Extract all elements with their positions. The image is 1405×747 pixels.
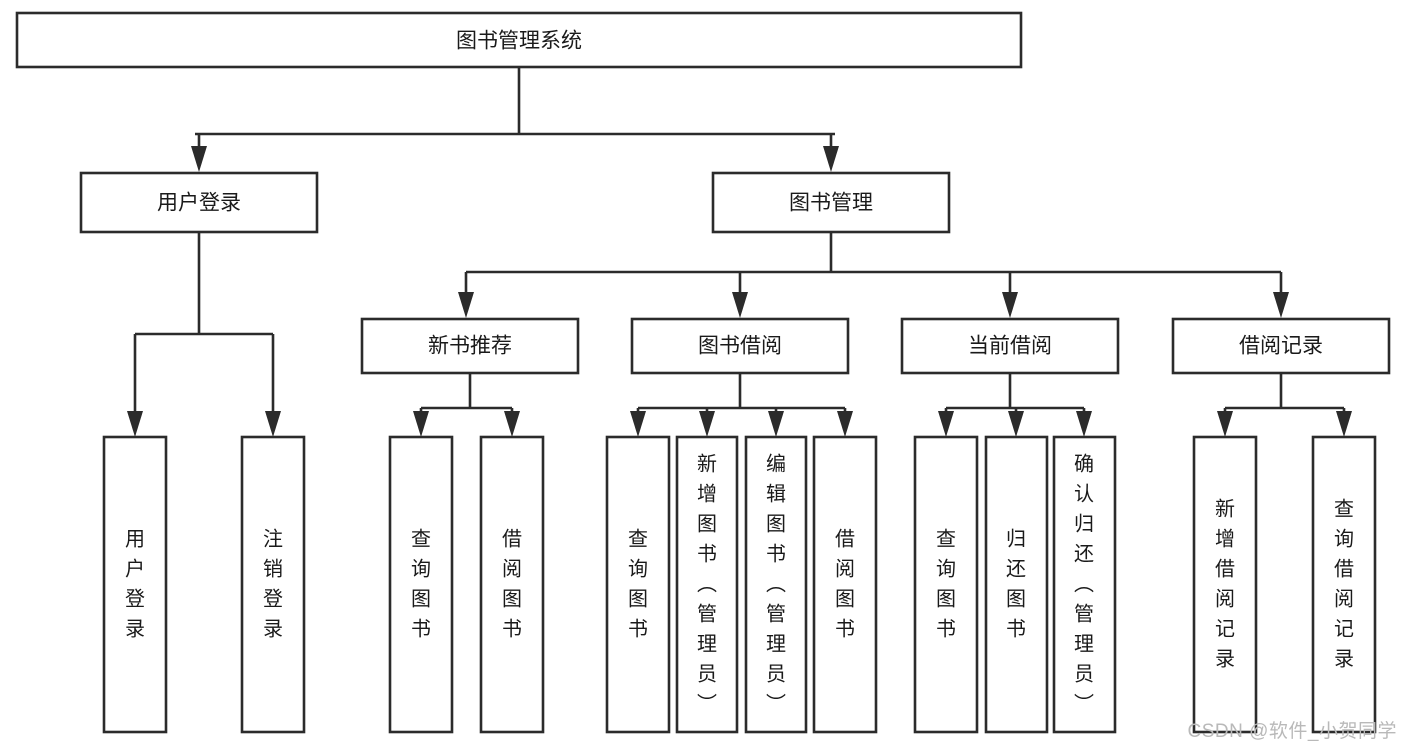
leaf-book-borrow-4-box[interactable] bbox=[812, 435, 878, 734]
node-user-login[interactable]: 用户登录 bbox=[79, 171, 319, 234]
leaf-new-book-2[interactable]: 借阅图书 bbox=[479, 435, 545, 734]
leaf-book-borrow-2-label: 新增图书︵管理员︶ bbox=[697, 453, 717, 716]
leaf-user-login-1[interactable]: 用户登录 bbox=[102, 435, 168, 734]
leaf-borrow-record-1-label: 新增借阅记录 bbox=[1215, 498, 1235, 671]
leaf-current-borrow-2[interactable]: 归还图书 bbox=[984, 435, 1049, 734]
arrowhead-to-borrow-record bbox=[1273, 292, 1289, 318]
leaf-borrow-record-2-box[interactable] bbox=[1311, 435, 1377, 734]
arrowhead-bookborrow-leaf-1 bbox=[630, 411, 646, 437]
node-current-borrow[interactable]: 当前借阅 bbox=[900, 317, 1120, 375]
connector-newbook-to-leaves bbox=[419, 373, 514, 423]
node-user-login-label: 用户登录 bbox=[157, 192, 241, 215]
arrowhead-bookborrow-leaf-2 bbox=[699, 411, 715, 437]
node-current-borrow-label: 当前借阅 bbox=[968, 335, 1052, 358]
arrowhead-currentborrow-leaf-3 bbox=[1076, 411, 1092, 437]
arrowhead-to-user-login bbox=[191, 146, 207, 172]
leaf-book-borrow-3-box[interactable] bbox=[744, 435, 808, 734]
arrowhead-userlogin-leaf-1 bbox=[127, 411, 143, 437]
leaf-borrow-record-2-label: 查询借阅记录 bbox=[1334, 498, 1354, 671]
leaf-book-borrow-4[interactable]: 借阅图书 bbox=[812, 435, 878, 734]
node-new-book-recommend-label: 新书推荐 bbox=[428, 335, 512, 358]
arrowhead-currentborrow-leaf-2 bbox=[1008, 411, 1024, 437]
leaf-book-borrow-1-box[interactable] bbox=[605, 435, 671, 734]
node-user-login-box[interactable] bbox=[79, 171, 319, 234]
leaf-current-borrow-2-label: 归还图书 bbox=[1006, 528, 1026, 641]
leaf-borrow-record-1[interactable]: 新增借阅记录 bbox=[1192, 435, 1258, 734]
arrowhead-to-new-book bbox=[458, 292, 474, 318]
leaf-user-login-1-box[interactable] bbox=[102, 435, 168, 734]
connector-bookborrow-to-leaves bbox=[636, 373, 847, 423]
leaf-current-borrow-1-label: 查询图书 bbox=[936, 528, 956, 641]
node-book-manage[interactable]: 图书管理 bbox=[711, 171, 951, 234]
node-book-manage-box[interactable] bbox=[711, 171, 951, 234]
arrowhead-newbook-leaf-1 bbox=[413, 411, 429, 437]
arrowhead-borrowrecord-leaf-1 bbox=[1217, 411, 1233, 437]
leaf-current-borrow-3-label: 确认归还︵管理员︶ bbox=[1074, 453, 1094, 716]
arrowhead-currentborrow-leaf-1 bbox=[938, 411, 954, 437]
csdn-watermark: CSDN @软件_小贺同学 bbox=[1187, 721, 1397, 742]
leaf-current-borrow-2-box[interactable] bbox=[984, 435, 1049, 734]
connector-root-to-level2 bbox=[195, 67, 835, 158]
arrowhead-newbook-leaf-2 bbox=[504, 411, 520, 437]
leaf-new-book-1-label: 查询图书 bbox=[411, 528, 431, 641]
arrowhead-borrowrecord-leaf-2 bbox=[1336, 411, 1352, 437]
node-root-box[interactable] bbox=[15, 11, 1023, 69]
node-borrow-record[interactable]: 借阅记录 bbox=[1171, 317, 1391, 375]
leaf-user-login-1-label: 用户登录 bbox=[125, 529, 145, 641]
leaf-current-borrow-1-box[interactable] bbox=[913, 435, 979, 734]
node-book-borrow-label: 图书借阅 bbox=[698, 335, 782, 358]
leaf-user-login-2-label: 注销登录 bbox=[263, 528, 283, 641]
leaf-borrow-record-1-box[interactable] bbox=[1192, 435, 1258, 734]
node-borrow-record-label: 借阅记录 bbox=[1239, 335, 1323, 358]
leaf-book-borrow-3[interactable]: 编辑图书︵管理员︶ bbox=[744, 435, 808, 734]
leaf-book-borrow-1-label: 查询图书 bbox=[628, 528, 648, 641]
connector-bookmanage-to-level3 bbox=[464, 232, 1283, 304]
node-book-manage-label: 图书管理 bbox=[789, 192, 873, 215]
node-new-book-recommend[interactable]: 新书推荐 bbox=[360, 317, 580, 375]
leaf-current-borrow-1[interactable]: 查询图书 bbox=[913, 435, 979, 734]
arrowhead-bookborrow-leaf-4 bbox=[837, 411, 853, 437]
node-root-label: 图书管理系统 bbox=[456, 30, 582, 53]
leaf-current-borrow-3-box[interactable] bbox=[1052, 435, 1117, 734]
connector-borrowrecord-to-leaves bbox=[1223, 373, 1346, 423]
arrowhead-userlogin-leaf-2 bbox=[265, 411, 281, 437]
node-current-borrow-box[interactable] bbox=[900, 317, 1120, 375]
arrowhead-to-book-manage bbox=[823, 146, 839, 172]
node-book-borrow-box[interactable] bbox=[630, 317, 850, 375]
leaf-book-borrow-2[interactable]: 新增图书︵管理员︶ bbox=[675, 435, 739, 734]
leaf-new-book-1[interactable]: 查询图书 bbox=[388, 435, 454, 734]
leaf-borrow-record-2[interactable]: 查询借阅记录 bbox=[1311, 435, 1377, 734]
node-book-borrow[interactable]: 图书借阅 bbox=[630, 317, 850, 375]
leaf-user-login-2[interactable]: 注销登录 bbox=[240, 435, 306, 734]
node-new-book-recommend-box[interactable] bbox=[360, 317, 580, 375]
leaf-new-book-2-box[interactable] bbox=[479, 435, 545, 734]
connector-userlogin-to-leaves bbox=[133, 232, 275, 423]
leaf-book-borrow-3-label: 编辑图书︵管理员︶ bbox=[766, 453, 786, 716]
leaf-book-borrow-1[interactable]: 查询图书 bbox=[605, 435, 671, 734]
leaf-book-borrow-4-label: 借阅图书 bbox=[835, 528, 855, 641]
connector-layer bbox=[127, 67, 1352, 437]
arrowhead-bookborrow-leaf-3 bbox=[768, 411, 784, 437]
node-root[interactable]: 图书管理系统 bbox=[15, 11, 1023, 69]
node-borrow-record-box[interactable] bbox=[1171, 317, 1391, 375]
arrowhead-to-current-borrow bbox=[1002, 292, 1018, 318]
arrowhead-to-book-borrow bbox=[732, 292, 748, 318]
leaf-new-book-2-label: 借阅图书 bbox=[502, 528, 522, 641]
leaf-user-login-2-box[interactable] bbox=[240, 435, 306, 734]
leaf-book-borrow-2-box[interactable] bbox=[675, 435, 739, 734]
leaf-new-book-1-box[interactable] bbox=[388, 435, 454, 734]
leaf-current-borrow-3[interactable]: 确认归还︵管理员︶ bbox=[1052, 435, 1117, 734]
